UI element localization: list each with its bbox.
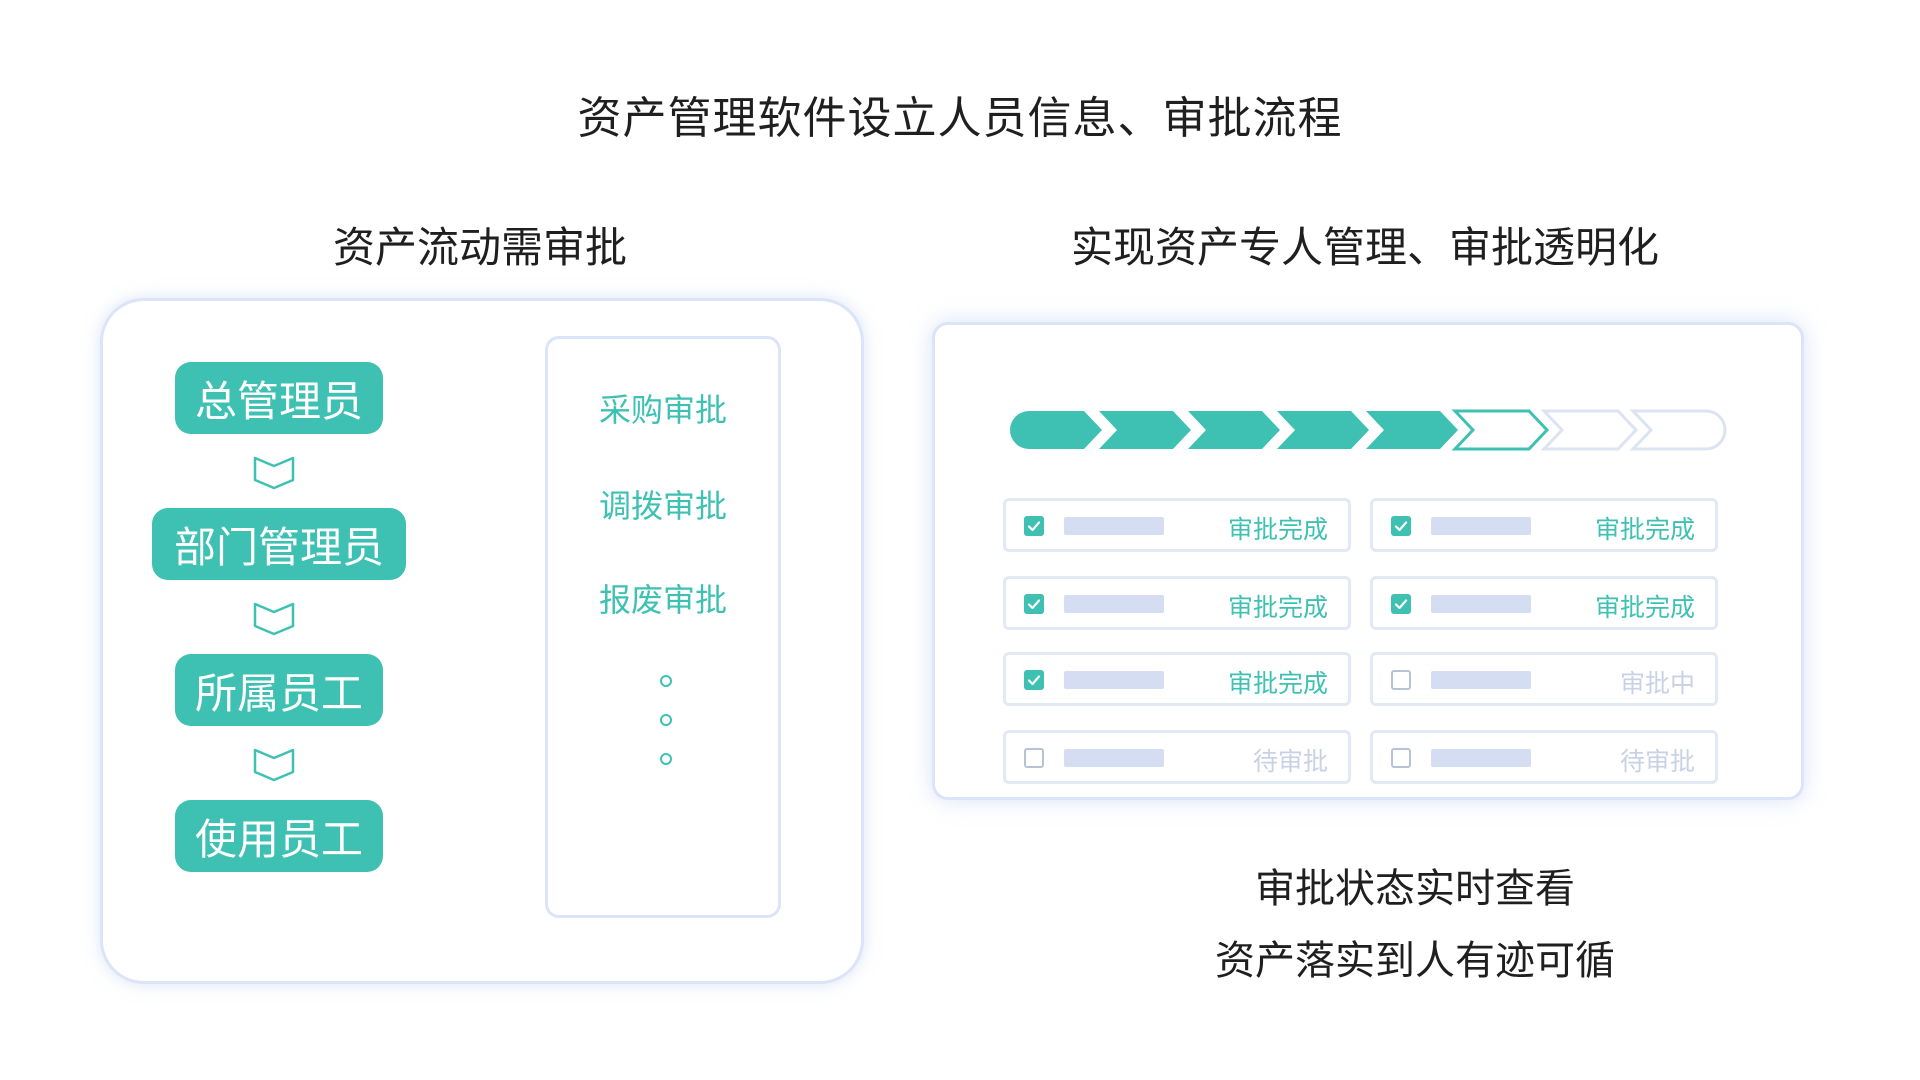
checkbox-empty-icon <box>1024 748 1044 768</box>
caption-line-2: 资产落实到人有迹可循 <box>1215 938 1615 984</box>
placeholder-bar <box>1064 517 1164 535</box>
role-department-admin: 部门管理员 <box>152 508 406 580</box>
approval-item-purchase: 采购审批 <box>598 391 727 429</box>
placeholder-bar <box>1064 671 1164 689</box>
placeholder-bar <box>1431 749 1531 767</box>
status-row: 审批完成 <box>1003 576 1351 630</box>
status-row: 审批完成 <box>1370 576 1718 630</box>
checkbox-empty-icon <box>1391 748 1411 768</box>
progress-step-1 <box>1010 411 1102 449</box>
progress-step-4 <box>1277 411 1369 449</box>
checkbox-checked-icon <box>1024 670 1044 690</box>
row-status-label: 审批完成 <box>1227 669 1328 698</box>
approval-item-scrap: 报废审批 <box>598 581 727 619</box>
placeholder-bar <box>1064 595 1164 613</box>
status-row: 待审批 <box>1370 730 1718 784</box>
approval-status-panel <box>932 322 1804 800</box>
progress-step-5 <box>1366 411 1458 449</box>
progress-step-3 <box>1188 411 1280 449</box>
row-status-label: 审批完成 <box>1227 515 1328 544</box>
left-section-heading: 资产流动需审批 <box>332 223 627 272</box>
flow-arrow-icon <box>253 748 295 782</box>
checkbox-empty-icon <box>1391 670 1411 690</box>
progress-step-2 <box>1099 411 1191 449</box>
placeholder-bar <box>1431 595 1531 613</box>
flow-arrow-icon <box>253 456 295 490</box>
progress-step-6 <box>1451 409 1550 451</box>
status-row: 审批中 <box>1370 652 1718 706</box>
row-status-label: 待审批 <box>1252 747 1328 776</box>
row-status-label: 审批中 <box>1619 669 1695 698</box>
status-row: 审批完成 <box>1370 498 1718 552</box>
approval-type-list: 采购审批 调拨审批 报废审批 <box>545 336 781 918</box>
approval-item-transfer: 调拨审批 <box>598 487 727 525</box>
placeholder-bar <box>1431 671 1531 689</box>
row-status-label: 审批完成 <box>1594 515 1695 544</box>
status-row: 审批完成 <box>1003 652 1351 706</box>
progress-step-8 <box>1629 409 1727 451</box>
status-row: 审批完成 <box>1003 498 1351 552</box>
checkbox-checked-icon <box>1024 594 1044 614</box>
caption-line-1: 审批状态实时查看 <box>1255 866 1575 912</box>
role-user-employee: 使用员工 <box>175 800 383 872</box>
placeholder-bar <box>1431 517 1531 535</box>
ellipsis-dot-icon <box>660 675 672 687</box>
flow-arrow-icon <box>253 602 295 636</box>
row-status-label: 审批完成 <box>1227 593 1328 622</box>
row-status-label: 审批完成 <box>1594 593 1695 622</box>
page-title: 资产管理软件设立人员信息、审批流程 <box>577 93 1343 144</box>
row-status-label: 待审批 <box>1619 747 1695 776</box>
placeholder-bar <box>1064 749 1164 767</box>
status-row: 待审批 <box>1003 730 1351 784</box>
checkbox-checked-icon <box>1024 516 1044 536</box>
checkbox-checked-icon <box>1391 516 1411 536</box>
progress-step-7 <box>1540 409 1639 451</box>
right-section-heading: 实现资产专人管理、审批透明化 <box>1070 223 1659 272</box>
approval-progress-bar <box>1010 409 1727 451</box>
role-owner-employee: 所属员工 <box>175 654 383 726</box>
role-general-admin: 总管理员 <box>175 362 383 434</box>
ellipsis-dot-icon <box>660 753 672 765</box>
checkbox-checked-icon <box>1391 594 1411 614</box>
ellipsis-dot-icon <box>660 714 672 726</box>
